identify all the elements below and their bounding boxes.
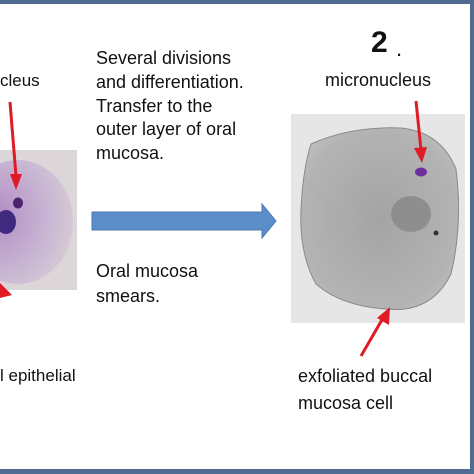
process-line: and differentiation. bbox=[96, 71, 244, 92]
frame-border-top bbox=[0, 0, 474, 4]
right-micrograph bbox=[291, 114, 465, 323]
frame-border-bottom bbox=[0, 469, 474, 474]
micronucleus-label: micronucleus bbox=[325, 70, 432, 90]
process-line: Several divisions bbox=[96, 48, 232, 68]
exfoliated-cell-label: exfoliated buccal mucosa cell bbox=[298, 363, 432, 417]
process-line: mucosa. bbox=[96, 143, 165, 164]
left-top-label: cleus bbox=[0, 71, 40, 90]
step-number-dot: . bbox=[396, 36, 403, 61]
smears-line: Oral mucosa bbox=[96, 261, 199, 281]
right-micronucleus bbox=[415, 167, 427, 177]
left-micronucleus bbox=[13, 197, 23, 209]
stained-nucleus bbox=[0, 210, 16, 234]
right-arrow-icon bbox=[91, 202, 277, 240]
process-line: Transfer to the bbox=[96, 95, 213, 116]
exfoliated-line: exfoliated buccal bbox=[298, 366, 433, 386]
exfoliated-line: mucosa cell bbox=[298, 393, 394, 413]
pointer-exfoliated-icon bbox=[359, 307, 390, 357]
smears-description: Oral mucosa smears. bbox=[96, 259, 198, 309]
pointer-left-bottom-icon bbox=[0, 283, 12, 298]
step-number: 2 bbox=[371, 26, 388, 59]
left-micrograph bbox=[0, 150, 77, 290]
cell-nucleus bbox=[391, 196, 431, 232]
process-line: outer layer of oral bbox=[96, 119, 237, 140]
smears-line: smears. bbox=[96, 286, 161, 306]
left-bottom-label: l epithelial bbox=[0, 366, 76, 385]
process-description: Several divisions and differentiation. T… bbox=[96, 47, 244, 166]
pointer-left-top-icon bbox=[8, 101, 22, 190]
frame-border-right bbox=[470, 0, 474, 474]
pointer-micronucleus-icon bbox=[414, 100, 427, 163]
